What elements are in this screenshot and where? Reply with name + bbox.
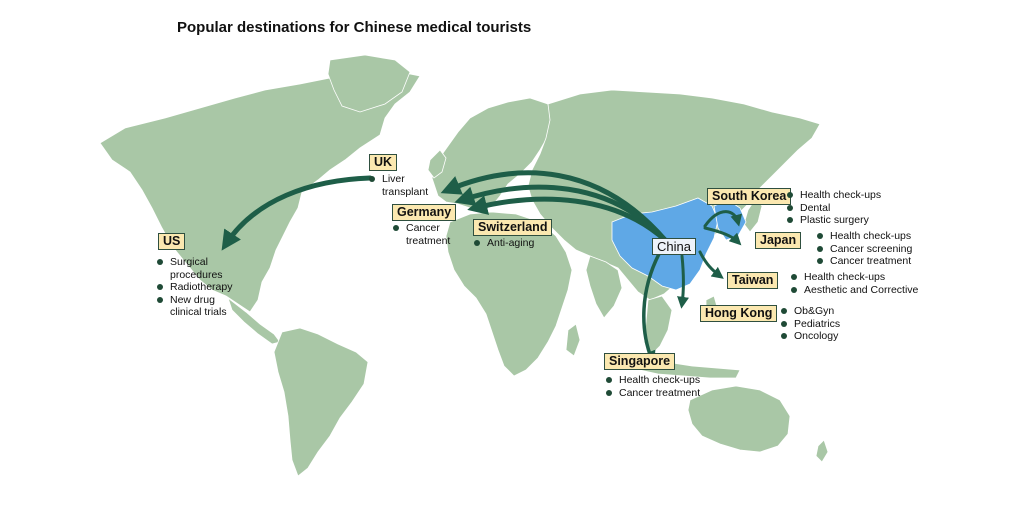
arrow-japan <box>703 226 742 246</box>
bullet-icon <box>787 204 793 211</box>
bullet-icon <box>369 176 375 182</box>
treatment-item: Health check-ups <box>786 189 881 202</box>
arrow-taiwan <box>698 250 724 279</box>
bullet-icon <box>157 296 163 303</box>
treatment-item: Aesthetic and Corrective <box>790 284 918 297</box>
treatment-item: Health check-ups <box>605 374 700 387</box>
bullet-icon <box>791 286 797 293</box>
treatment-text: Cancer treatment <box>406 222 451 247</box>
bullet-icon <box>606 389 612 396</box>
central-america <box>227 296 281 345</box>
bullet-icon <box>817 233 823 239</box>
uk-treatments: Liver transplant <box>368 173 428 198</box>
new-zealand <box>815 439 829 463</box>
uk-label: UK <box>369 154 398 171</box>
taiwan-label: Taiwan <box>727 272 779 289</box>
treatment-item: Anti-aging <box>473 237 534 250</box>
treatment-item: Health check-ups <box>816 230 912 243</box>
treatment-text: Health check-ups <box>800 189 882 201</box>
hong-kong-label: Hong Kong <box>700 305 778 322</box>
germany-label: Germany <box>392 204 457 221</box>
treatment-item: Radiotherapy <box>156 281 232 294</box>
treatment-text: Pediatrics <box>794 317 841 330</box>
treatment-text: Cancer screening <box>830 242 913 255</box>
treatment-text: Ob&Gyn <box>794 305 835 317</box>
bullet-icon <box>817 245 823 252</box>
treatment-text: Cancer treatment <box>619 386 701 399</box>
bullet-icon <box>791 274 797 280</box>
bullet-icon <box>787 192 793 198</box>
arrow-hong-kong <box>677 254 689 309</box>
bullet-icon <box>787 217 793 223</box>
treatment-item: Oncology <box>780 330 840 343</box>
us-label: US <box>158 233 186 250</box>
arrow-singapore <box>642 250 662 366</box>
treatment-item: Health check-ups <box>790 271 918 284</box>
treatment-text: Dental <box>800 201 831 214</box>
greenland <box>327 54 411 113</box>
bullet-icon <box>157 259 163 265</box>
treatment-item: Liver transplant <box>368 173 428 198</box>
japan-label: Japan <box>755 232 802 249</box>
treatment-item: Cancer treatment <box>605 387 700 400</box>
treatment-item: Plastic surgery <box>786 214 881 227</box>
china-label: China <box>652 238 696 255</box>
bullet-icon <box>817 258 823 264</box>
uk-islands <box>427 149 447 179</box>
flow-arrows <box>221 170 743 366</box>
bullet-icon <box>474 240 480 246</box>
treatment-item: Dental <box>786 202 881 215</box>
switzerland-label: Switzerland <box>473 219 553 236</box>
treatment-text: Cancer treatment <box>830 255 912 267</box>
switzerland-treatments: Anti-aging <box>473 237 534 250</box>
treatment-item: Pediatrics <box>780 318 840 331</box>
madagascar <box>565 323 581 357</box>
india <box>585 255 623 319</box>
treatment-item: Cancer treatment <box>392 222 450 247</box>
treatment-text: New drug clinical trials <box>170 293 227 319</box>
arrow-us <box>221 175 373 251</box>
south-korea-label: South Korea <box>707 188 792 205</box>
north-america <box>99 69 421 313</box>
bullet-icon <box>781 333 787 339</box>
germany-treatments: Cancer treatment <box>392 222 450 247</box>
treatment-item: Surgical procedures <box>156 256 232 281</box>
map-title: Popular destinations for Chinese medical… <box>177 19 532 36</box>
bullet-icon <box>781 320 787 327</box>
arrow-germany <box>454 184 668 243</box>
bullet-icon <box>393 225 399 231</box>
treatment-text: Anti-aging <box>487 237 535 249</box>
australia <box>687 385 791 453</box>
treatment-text: Radiotherapy <box>170 281 233 293</box>
treatment-text: Health check-ups <box>830 230 912 242</box>
arrow-south-korea <box>703 210 743 228</box>
treatment-text: Liver transplant <box>382 173 429 198</box>
treatment-text: Health check-ups <box>619 374 701 386</box>
treatment-text: Oncology <box>794 330 839 342</box>
bullet-icon <box>781 308 787 314</box>
bullet-icon <box>157 284 163 290</box>
treatment-text: Plastic surgery <box>800 214 869 226</box>
treatment-text: Aesthetic and Corrective <box>804 283 919 296</box>
arrow-switzerland <box>467 195 668 243</box>
south-america <box>273 327 369 477</box>
bullet-icon <box>606 377 612 383</box>
treatment-item: Ob&Gyn <box>780 305 840 318</box>
treatment-item: New drug clinical trials <box>156 294 232 319</box>
treatment-text: Health check-ups <box>804 271 886 283</box>
treatment-item: Cancer screening <box>816 243 912 256</box>
singapore-label: Singapore <box>604 353 676 370</box>
treatment-text: Surgical procedures <box>170 256 223 281</box>
treatment-item: Cancer treatment <box>816 255 912 268</box>
